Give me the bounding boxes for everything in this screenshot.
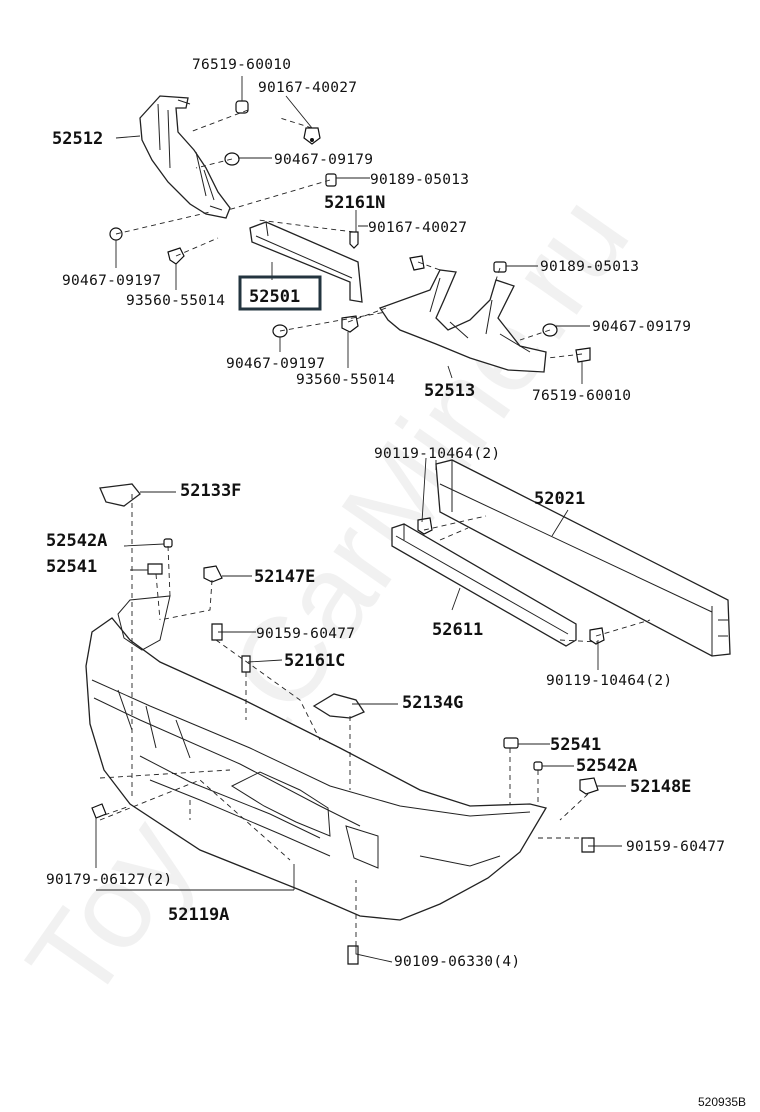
label-90467-09197-left: 90467-09197 [62,273,161,289]
fastener-90167-top[interactable] [303,127,321,145]
bracket-52512[interactable] [139,95,231,219]
label-52119A: 52119A [168,905,229,925]
clip-52542A-right[interactable] [533,761,543,771]
label-90467-09179-left: 90467-09179 [274,152,373,168]
fastener-90167-middle[interactable] [349,231,359,249]
label-52147E: 52147E [254,567,315,587]
nut-52541-left[interactable] [147,563,163,575]
label-93560-55014-left: 93560-55014 [126,293,225,309]
bumper-cover-52119A[interactable] [85,595,548,921]
label-52513: 52513 [424,381,475,401]
bracket-52133F[interactable] [99,483,141,507]
label-90119-10464-lower: 90119-10464(2) [546,673,672,689]
label-52134G: 52134G [402,693,463,713]
label-90189-05013-left: 90189-05013 [370,172,469,188]
label-90167-40027-top: 90167-40027 [258,80,357,96]
fastener-90189-right-b[interactable] [493,261,507,273]
label-90179-06127: 90179-06127(2) [46,872,172,888]
fastener-93560-left[interactable] [167,247,185,265]
label-90467-09179-right: 90467-09179 [592,319,691,335]
absorber-52611[interactable] [391,523,577,647]
label-52542A-right: 52542A [576,756,637,776]
clip-52147E[interactable] [203,565,223,583]
fastener-76519-right[interactable] [575,347,591,363]
label-52501: 52501 [249,287,300,307]
fastener-90189-left[interactable] [325,173,337,187]
label-90119-10464-upper: 90119-10464(2) [374,446,500,462]
fastener-76519-left[interactable] [235,100,249,114]
label-90189-05013-right: 90189-05013 [540,259,639,275]
drawing-code: 520935B [698,1095,746,1109]
label-52133F: 52133F [180,481,241,501]
label-90159-60477-left: 90159-60477 [256,626,355,642]
label-52161C: 52161C [284,651,345,671]
label-76519-60010-right: 76519-60010 [532,388,631,404]
label-52021: 52021 [534,489,585,509]
bracket-52134G[interactable] [312,693,365,719]
fastener-93560-center[interactable] [341,315,359,333]
label-90167-40027-middle: 90167-40027 [368,220,467,236]
clip-52542A-left[interactable] [163,538,173,548]
bolt-90159-right[interactable] [581,837,595,853]
label-90159-60477-right: 90159-60477 [626,839,725,855]
label-93560-55014-center: 93560-55014 [296,372,395,388]
retainer-52501[interactable] [249,221,363,303]
label-76519-60010-top: 76519-60010 [192,57,291,73]
nut-52541-right[interactable] [503,737,519,749]
bolt-52161C[interactable] [241,655,251,673]
label-52611: 52611 [432,620,483,640]
label-52542A-left: 52542A [46,531,107,551]
bracket-52513[interactable] [378,269,547,373]
label-90109-06330: 90109-06330(4) [394,954,520,970]
label-52541-left: 52541 [46,557,97,577]
bolt-90159-left[interactable] [211,623,223,641]
bolt-90119-upper[interactable] [417,517,433,535]
label-52148E: 52148E [630,777,691,797]
label-90467-09197-center: 90467-09197 [226,356,325,372]
fastener-90189-right-a[interactable] [409,255,425,271]
highlight-box-52501 [238,275,322,311]
label-52161N: 52161N [324,193,385,213]
clip-52148E[interactable] [579,777,599,795]
screw-90109[interactable] [347,945,359,965]
label-52541-right: 52541 [550,735,601,755]
label-52512: 52512 [52,129,103,149]
reinforcement-52021[interactable] [435,459,731,657]
